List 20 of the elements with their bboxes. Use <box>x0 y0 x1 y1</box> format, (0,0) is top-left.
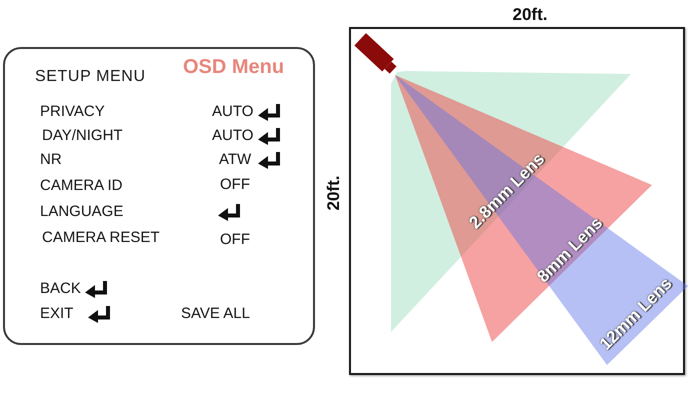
menu-option: CAMERA RESET <box>42 229 160 246</box>
setting-value: AUTO <box>212 103 254 120</box>
menu-title: SETUP MENU <box>35 68 146 86</box>
menu-option: BACK <box>40 280 81 298</box>
menu-option: CAMERA ID <box>40 177 123 194</box>
dimension-label: 20ft. <box>512 5 548 25</box>
menu-panel <box>3 47 315 345</box>
menu-option: NR <box>40 151 62 168</box>
heading-text: OSD Menu <box>183 56 284 79</box>
setting-value: AUTO <box>212 127 254 144</box>
setting-value: ATW <box>219 151 252 168</box>
view-cone <box>395 75 688 365</box>
setting-value: OFF <box>220 231 250 248</box>
menu-option: LANGUAGE <box>40 203 124 220</box>
dimension-label: 20ft. <box>324 176 344 210</box>
setting-value: OFF <box>220 176 250 194</box>
menu-option: SAVE ALL <box>181 305 250 322</box>
menu-option: DAY/NIGHT <box>42 127 123 144</box>
menu-option: PRIVACY <box>40 103 105 120</box>
menu-option: EXIT <box>40 305 74 322</box>
